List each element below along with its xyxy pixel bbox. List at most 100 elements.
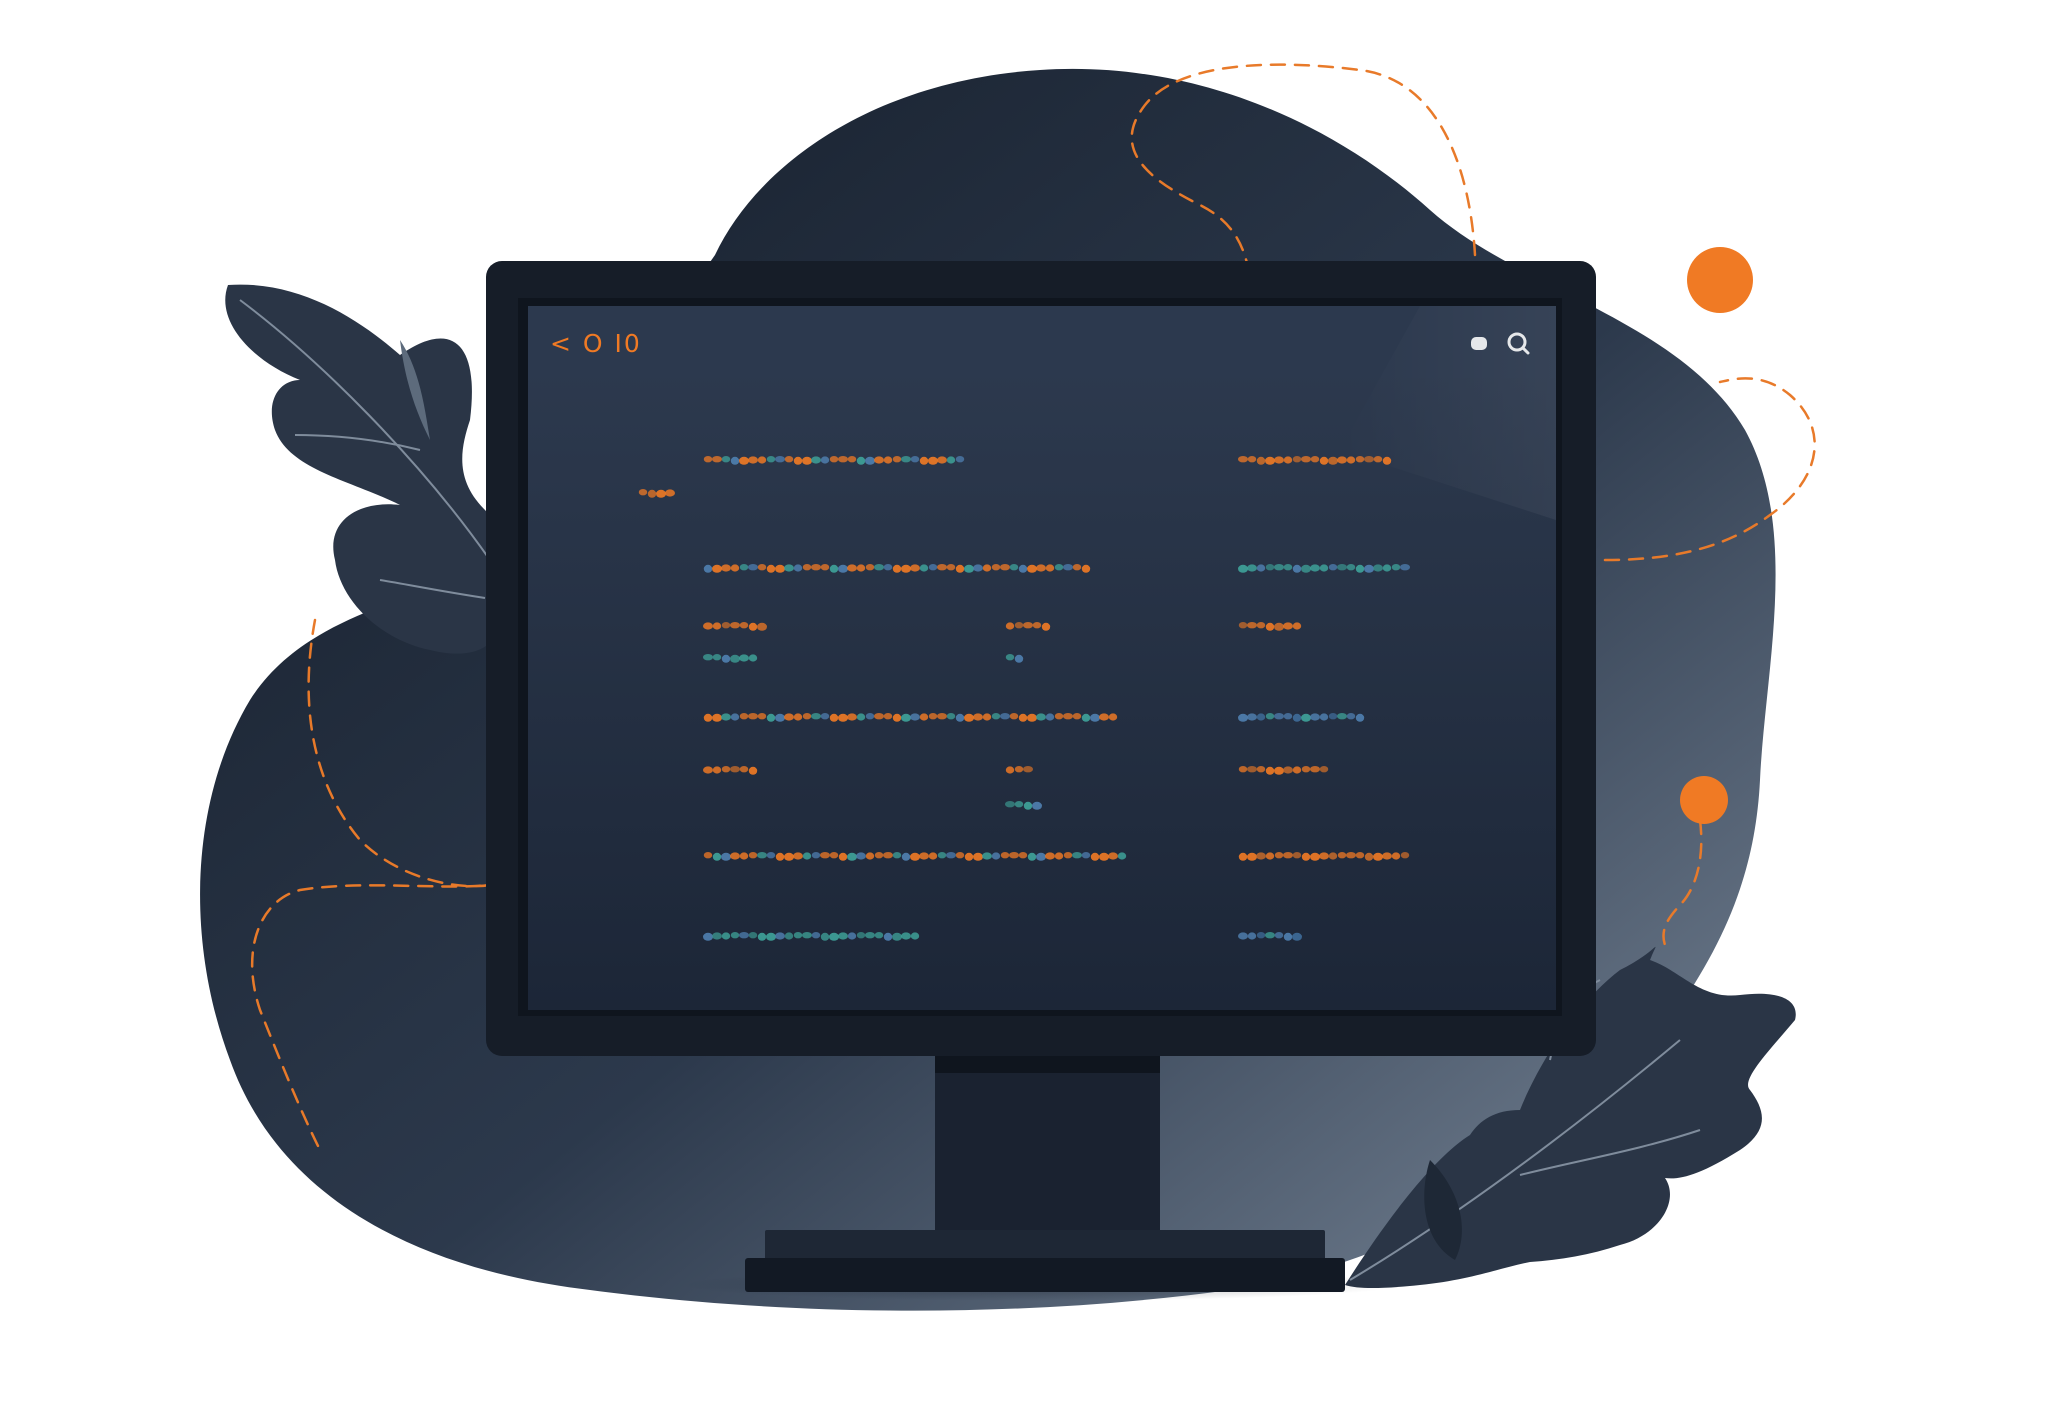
code-bead: [784, 456, 794, 463]
code-bead: [1382, 456, 1392, 465]
monitor-neck: [935, 1055, 1160, 1230]
code-bead: [1256, 564, 1266, 572]
code-bead: [1005, 766, 1015, 774]
code-bead: [820, 456, 830, 464]
code-bead: [946, 852, 956, 859]
code-bead: [919, 564, 929, 572]
code-bead: [1023, 801, 1033, 810]
code-bead: [1027, 713, 1037, 722]
code-bead: [811, 932, 821, 939]
code-bead: [721, 852, 731, 861]
code-bead: [964, 564, 974, 573]
code-bead: [982, 564, 992, 572]
code-bead: [1265, 932, 1275, 939]
code-bead: [1382, 852, 1392, 860]
code-bead: [928, 564, 938, 571]
code-bead: [712, 932, 722, 940]
code-bead: [1292, 852, 1302, 859]
code-bead: [739, 456, 749, 465]
code-bead: [757, 622, 767, 631]
code-bead: [874, 564, 884, 571]
window-dot-icon[interactable]: [1471, 337, 1487, 350]
code-bead: [721, 622, 731, 629]
code-bead: [766, 713, 776, 722]
code-bead: [973, 564, 983, 572]
code-bead: [820, 852, 830, 859]
code-line: [1238, 564, 1410, 573]
code-bead: [748, 713, 758, 720]
code-bead: [1045, 564, 1055, 572]
code-bead: [712, 622, 722, 630]
code-bead: [1364, 456, 1374, 463]
dashed-curves: [251, 63, 1816, 1152]
code-bead: [1014, 766, 1024, 773]
code-bead: [703, 932, 713, 941]
code-bead: [856, 932, 866, 939]
code-line: [1238, 456, 1392, 465]
code-bead: [748, 622, 758, 631]
code-bead: [802, 456, 812, 465]
code-bead: [829, 564, 839, 573]
code-bead: [964, 852, 974, 861]
code-bead: [1292, 456, 1302, 463]
code-bead: [1355, 564, 1365, 573]
code-bead: [793, 852, 803, 860]
code-bead: [1054, 852, 1064, 860]
code-bead: [1256, 622, 1266, 629]
code-bead: [1036, 852, 1046, 861]
code-bead: [1256, 456, 1266, 465]
code-bead: [703, 654, 713, 661]
code-bead: [1247, 713, 1257, 721]
code-bead: [1000, 713, 1010, 720]
code-bead: [1274, 852, 1284, 859]
code-bead: [757, 932, 767, 941]
code-bead: [1283, 852, 1293, 859]
code-bead: [1247, 456, 1257, 463]
code-bead: [901, 852, 911, 861]
code-line: [1238, 766, 1329, 775]
code-bead: [784, 564, 794, 572]
code-bead: [1328, 852, 1338, 860]
code-bead: [856, 456, 866, 465]
code-bead: [793, 564, 803, 572]
code-bead: [946, 713, 956, 720]
code-bead: [784, 932, 794, 940]
code-bead: [1099, 852, 1109, 861]
code-bead: [766, 456, 776, 463]
code-bead: [784, 713, 794, 721]
code-bead: [1265, 713, 1275, 720]
code-bead: [712, 713, 722, 722]
code-bead: [1247, 932, 1257, 940]
code-bead: [721, 713, 731, 721]
code-bead: [1373, 564, 1383, 572]
code-bead: [1099, 713, 1109, 721]
code-bead: [910, 932, 920, 940]
code-bead: [712, 564, 722, 573]
code-bead: [703, 622, 713, 630]
code-bead: [883, 932, 893, 941]
code-bead: [775, 564, 785, 573]
code-bead: [748, 852, 758, 859]
code-bead: [1328, 713, 1338, 720]
code-bead: [1023, 766, 1033, 773]
code-bead: [874, 852, 884, 859]
code-bead: [1337, 456, 1347, 464]
search-icon[interactable]: [1507, 332, 1530, 355]
code-bead: [856, 852, 866, 860]
code-bead: [892, 456, 902, 463]
code-bead: [865, 852, 875, 860]
code-bead: [793, 932, 803, 939]
code-bead: [748, 564, 758, 571]
code-bead: [739, 932, 749, 939]
code-bead: [865, 713, 875, 720]
code-bead: [1014, 622, 1024, 629]
code-line: [703, 564, 1091, 573]
code-bead: [1265, 852, 1275, 860]
code-bead: [730, 654, 740, 663]
code-bead: [712, 456, 722, 463]
code-bead: [1265, 456, 1275, 465]
code-bead: [1301, 564, 1311, 573]
code-bead: [1265, 766, 1275, 775]
code-bead: [1063, 852, 1073, 859]
